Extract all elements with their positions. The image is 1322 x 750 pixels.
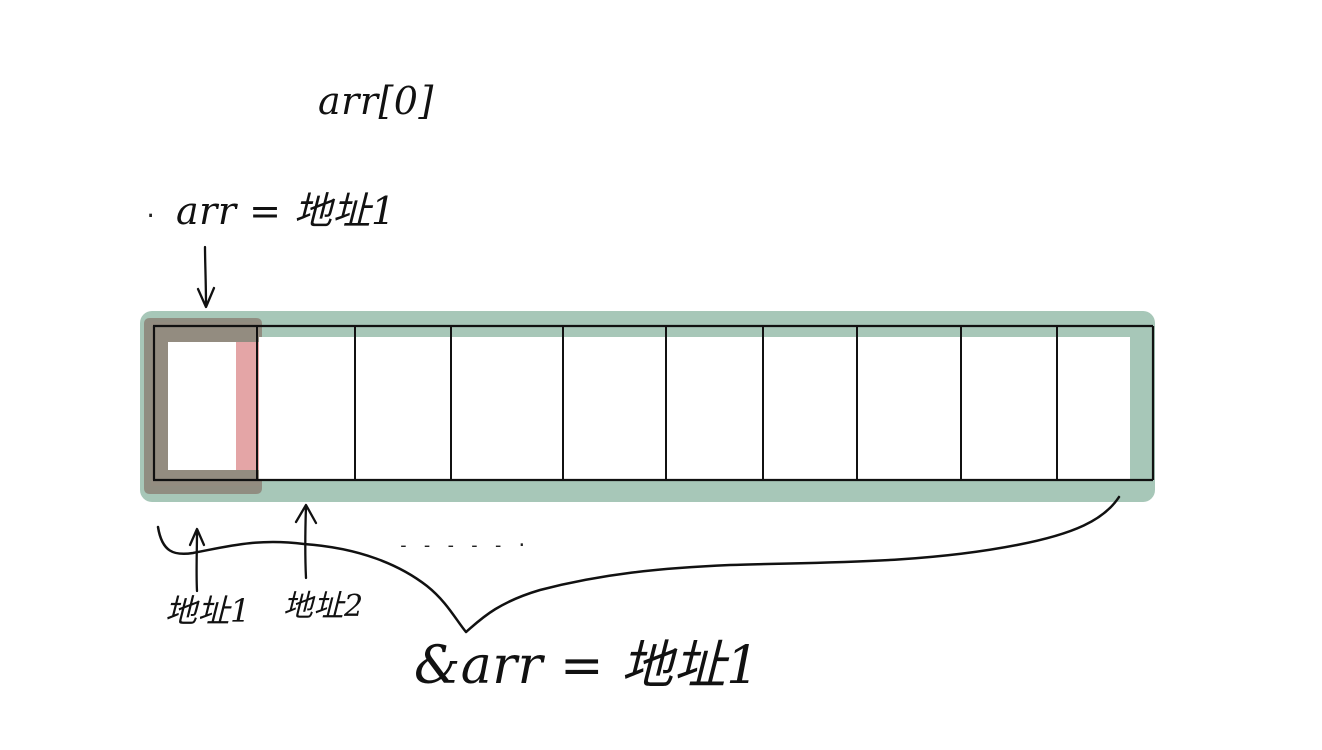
address-2-label: 地址2 [283,589,364,624]
first-cell-inner [168,342,236,470]
addr2-up-arrow [294,503,318,580]
arr-down-arrow [196,245,216,309]
arr-zero-label: arr[0] [318,79,434,123]
address-1-label: 地址1 [165,592,251,630]
array-reference-label: &arr = 地址1 [414,636,760,696]
array-interior-fill [259,337,1130,479]
arr-address-label: arr = 地址1 [176,189,396,233]
whole-array-brace [156,495,1121,634]
small-dot: · [144,204,158,229]
cell-dividers [256,326,1058,480]
ellipsis-dots: - - - - - · [398,535,529,556]
first-element-overlay [144,318,262,494]
addr1-up-arrow [188,527,206,593]
